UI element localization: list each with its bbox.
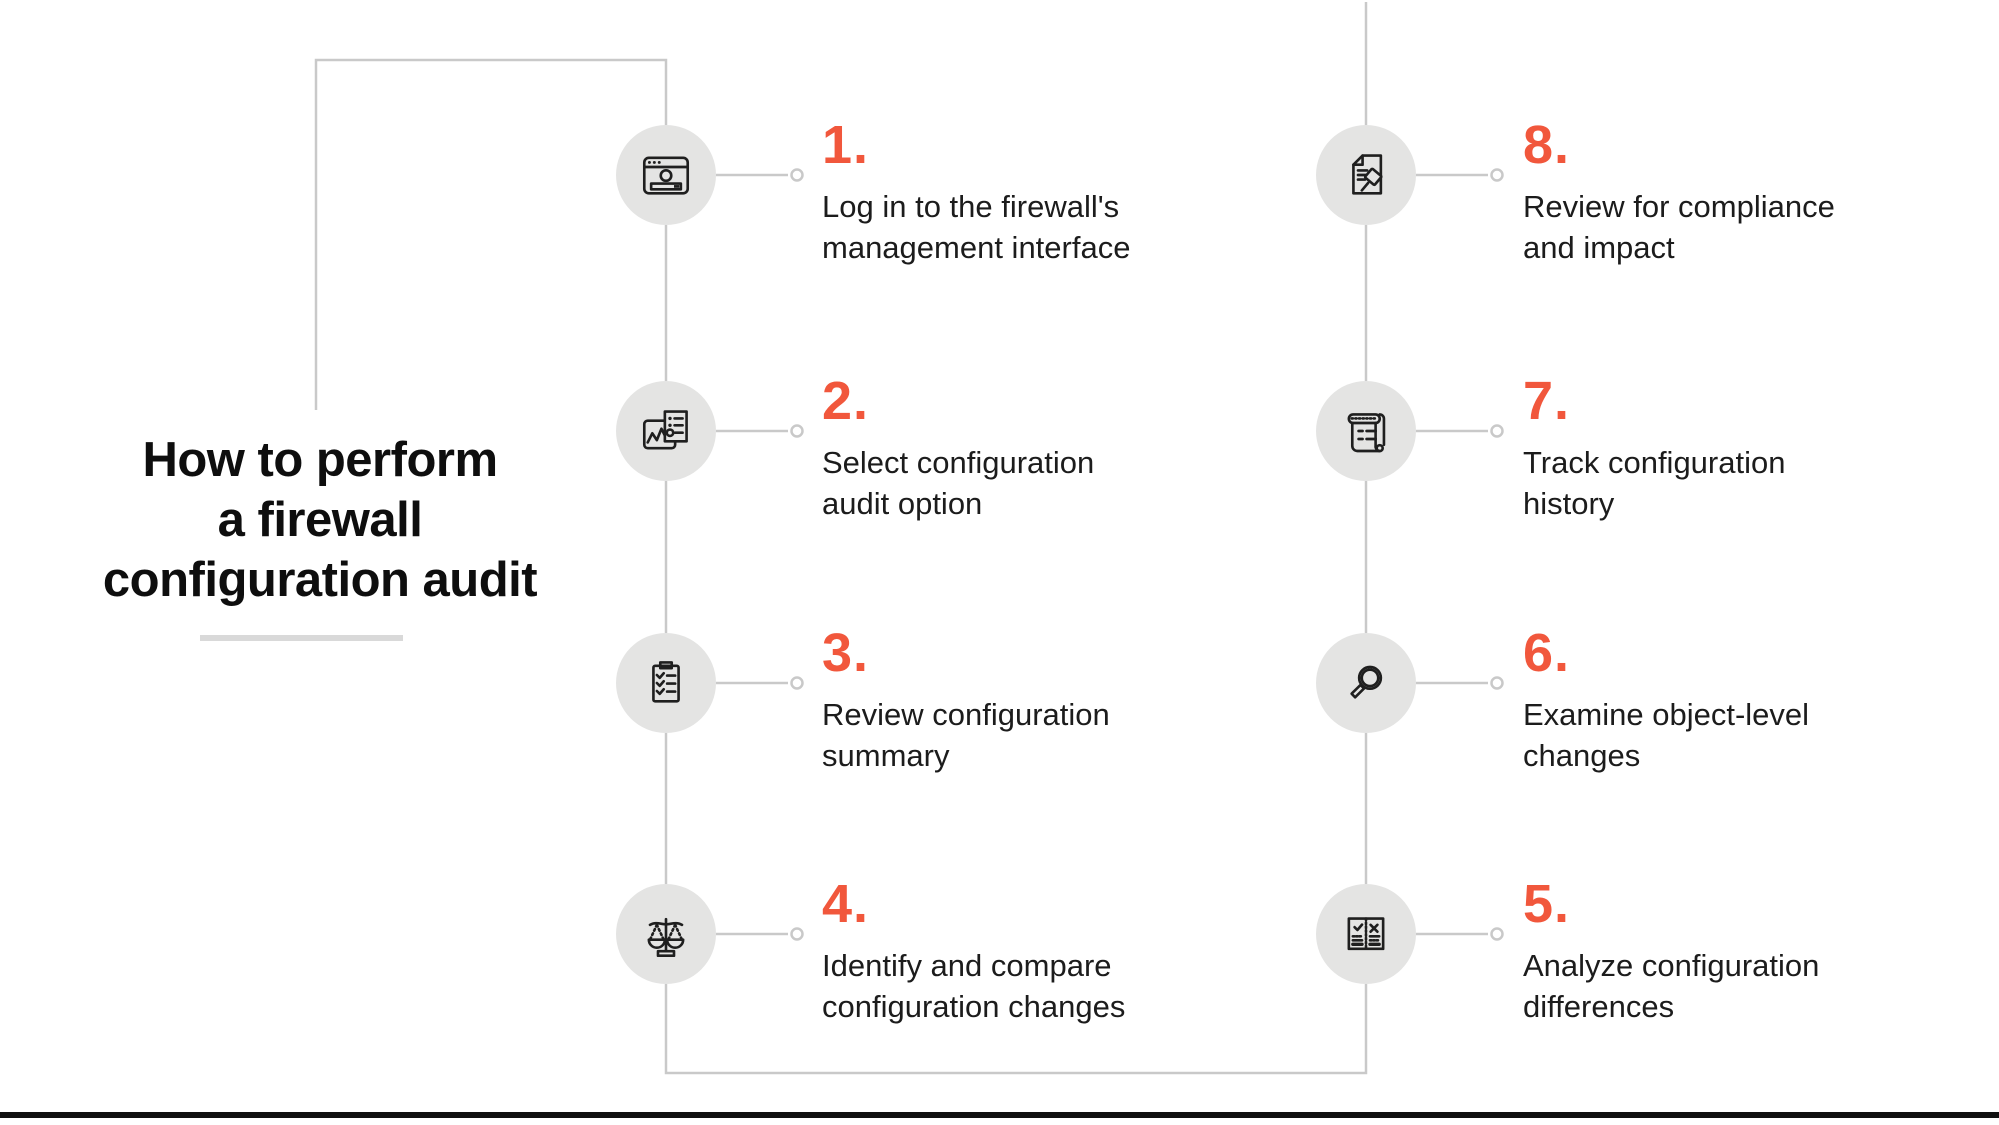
gavel-document-icon xyxy=(1352,154,1383,195)
step-4-icon-circle xyxy=(616,884,716,984)
step-7-label: Track configuration history xyxy=(1523,445,1786,521)
step-2: 2. Select configuration audit option xyxy=(822,374,1222,524)
magnifier-icon xyxy=(1350,665,1383,699)
step-6-icon-circle xyxy=(1316,633,1416,733)
step-8-number: 8. xyxy=(1523,115,1571,175)
login-window-icon xyxy=(642,156,690,195)
step-5-label: Analyze configuration differences xyxy=(1523,948,1820,1024)
step-4: 4. Identify and compare configuration ch… xyxy=(822,877,1222,1027)
step-7-icon-circle xyxy=(1316,381,1416,481)
step-5-number: 5. xyxy=(1523,874,1571,934)
title-underline xyxy=(200,635,403,641)
title-bracket-line xyxy=(314,58,668,410)
step-8-icon-circle xyxy=(1316,125,1416,225)
scroll-history-icon xyxy=(1347,413,1386,453)
step-1-label: Log in to the firewall's management inte… xyxy=(822,189,1131,265)
bottom-edge-bar xyxy=(0,1112,1999,1118)
step-1: 1. Log in to the firewall's management i… xyxy=(822,118,1222,268)
step-2-number: 2. xyxy=(822,371,870,431)
step-3: 3. Review configuration summary xyxy=(822,626,1222,776)
step-7: 7. Track configuration history xyxy=(1523,374,1923,524)
step-1-number: 1. xyxy=(822,115,870,175)
step-2-icon-circle xyxy=(616,381,716,481)
step-6: 6. Examine object-level changes xyxy=(1523,626,1923,776)
step-3-icon-circle xyxy=(616,633,716,733)
balance-scale-icon xyxy=(647,917,685,958)
config-option-icon xyxy=(642,410,688,450)
step-8: 8. Review for compliance and impact xyxy=(1523,118,1923,268)
step-3-label: Review configuration summary xyxy=(822,697,1110,773)
step-6-number: 6. xyxy=(1523,623,1571,683)
step-2-label: Select configuration audit option xyxy=(822,445,1095,521)
step-8-label: Review for compliance and impact xyxy=(1523,189,1835,265)
bottom-connector xyxy=(664,984,1368,1075)
step-1-icon-circle xyxy=(616,125,716,225)
compare-table-icon xyxy=(1347,917,1385,951)
step-4-label: Identify and compare configuration chang… xyxy=(822,948,1126,1024)
step-7-number: 7. xyxy=(1523,371,1571,431)
step-5: 5. Analyze configuration differences xyxy=(1523,877,1923,1027)
page-title: How to perform a firewall configuration … xyxy=(102,433,538,607)
step-3-number: 3. xyxy=(822,623,870,683)
step-5-icon-circle xyxy=(1316,884,1416,984)
step-6-label: Examine object-level changes xyxy=(1523,697,1810,773)
checklist-icon xyxy=(652,661,680,703)
step-4-number: 4. xyxy=(822,874,870,934)
